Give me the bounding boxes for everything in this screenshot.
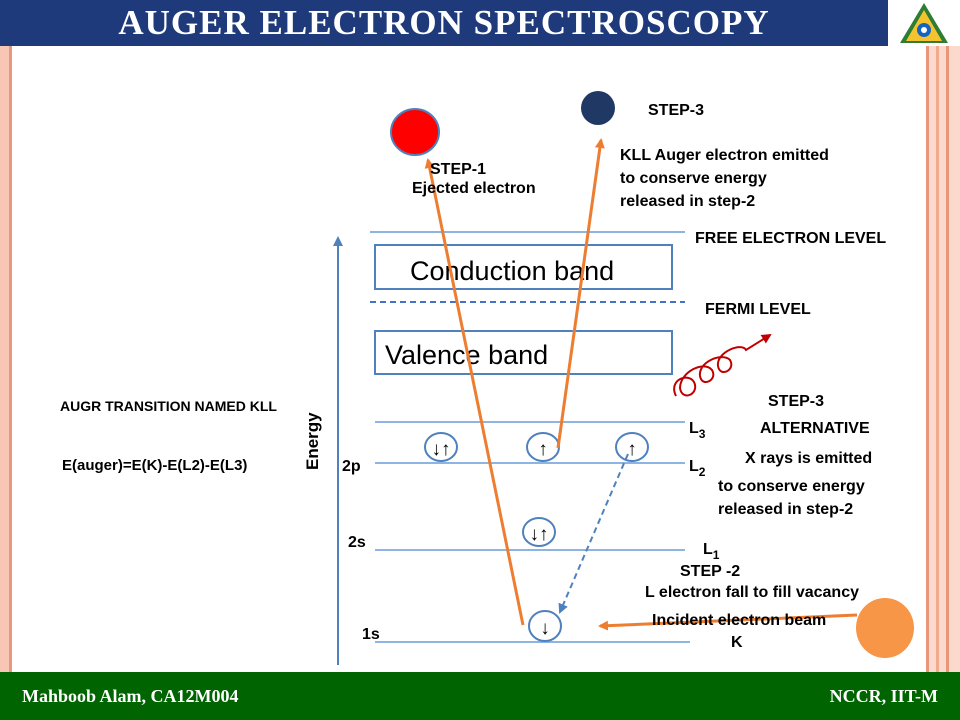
spin-2p-3: ↑ [627, 439, 637, 460]
footer-institute: NCCR, IIT-M [829, 686, 938, 706]
l3-label: L3 [689, 420, 706, 441]
ejected-electron-label: Ejected electron [412, 180, 536, 197]
step2-label: STEP -2 [680, 563, 740, 580]
step3-top-label: STEP-3 [648, 102, 704, 119]
orbital-2s-circle [522, 517, 556, 547]
energy-axis-label: Energy [303, 412, 322, 470]
conduction-band-box [374, 244, 673, 290]
title-bar [0, 0, 888, 46]
spin-2p-1: ↓↑ [432, 439, 451, 460]
transition-named-label: AUGR TRANSITION NAMED KLL [60, 398, 277, 414]
incident-electron-ball [856, 598, 914, 658]
ejected-electron-ball [390, 108, 440, 156]
footer-author: Mahboob Alam, CA12M004 [22, 686, 239, 706]
page-title: AUGER ELECTRON SPECTROSCOPY [118, 3, 770, 42]
spin-2p-2: ↑ [538, 439, 548, 460]
kll-text-line-2: to conserve energy [620, 170, 767, 187]
kll-text-line-3: released in step-2 [620, 193, 755, 210]
auger-energy-formula: E(auger)=E(K)-E(L2)-E(L3) [62, 457, 247, 474]
kll-text-line-1: KLL Auger electron emitted [620, 147, 829, 164]
free-electron-level-label: FREE ELECTRON LEVEL [695, 230, 886, 247]
orbital-2p-circle-1 [424, 432, 458, 462]
incident-beam-label: Incident electron beam [652, 612, 826, 629]
xray-wave-arrow [673, 333, 772, 397]
xray-text-line-1: X rays is emitted [745, 450, 872, 467]
auger-electron-ball [581, 91, 615, 125]
step1-label: STEP-1 [430, 161, 486, 178]
xray-text-line-3: released in step-2 [718, 501, 853, 518]
valence-band-box [374, 330, 673, 375]
orbital-2p-label: 2p [342, 458, 361, 475]
l-electron-fall-label: L electron fall to fill vacancy [645, 584, 859, 601]
orbital-2s-label: 2s [348, 534, 366, 551]
auger-emission-arrow [556, 138, 605, 449]
logo [888, 0, 960, 46]
spin-2s: ↓↑ [530, 524, 549, 545]
ejected-electron-arrow [424, 158, 525, 626]
step3-alt-label: STEP-3 [768, 393, 824, 410]
footer-bar: Mahboob Alam, CA12M004 NCCR, IIT-M [0, 672, 960, 720]
orbital-1s-label: 1s [362, 626, 380, 643]
incident-beam-arrow [598, 613, 858, 631]
orbital-1s-circle [528, 610, 562, 642]
logo-icon [900, 3, 948, 43]
right-border-stripes [926, 46, 960, 672]
l2-label: L2 [689, 458, 706, 479]
fermi-level-label: FERMI LEVEL [705, 301, 811, 318]
k-shell-label: K [731, 634, 743, 651]
xray-text-line-2: to conserve energy [718, 478, 865, 495]
left-border-stripe [0, 46, 12, 672]
spin-1s: ↓ [540, 618, 550, 639]
orbital-2p-circle-3 [615, 432, 649, 462]
l1-label: L1 [703, 541, 720, 562]
alternative-label: ALTERNATIVE [760, 420, 870, 437]
l-electron-fall-arrow [558, 453, 629, 614]
